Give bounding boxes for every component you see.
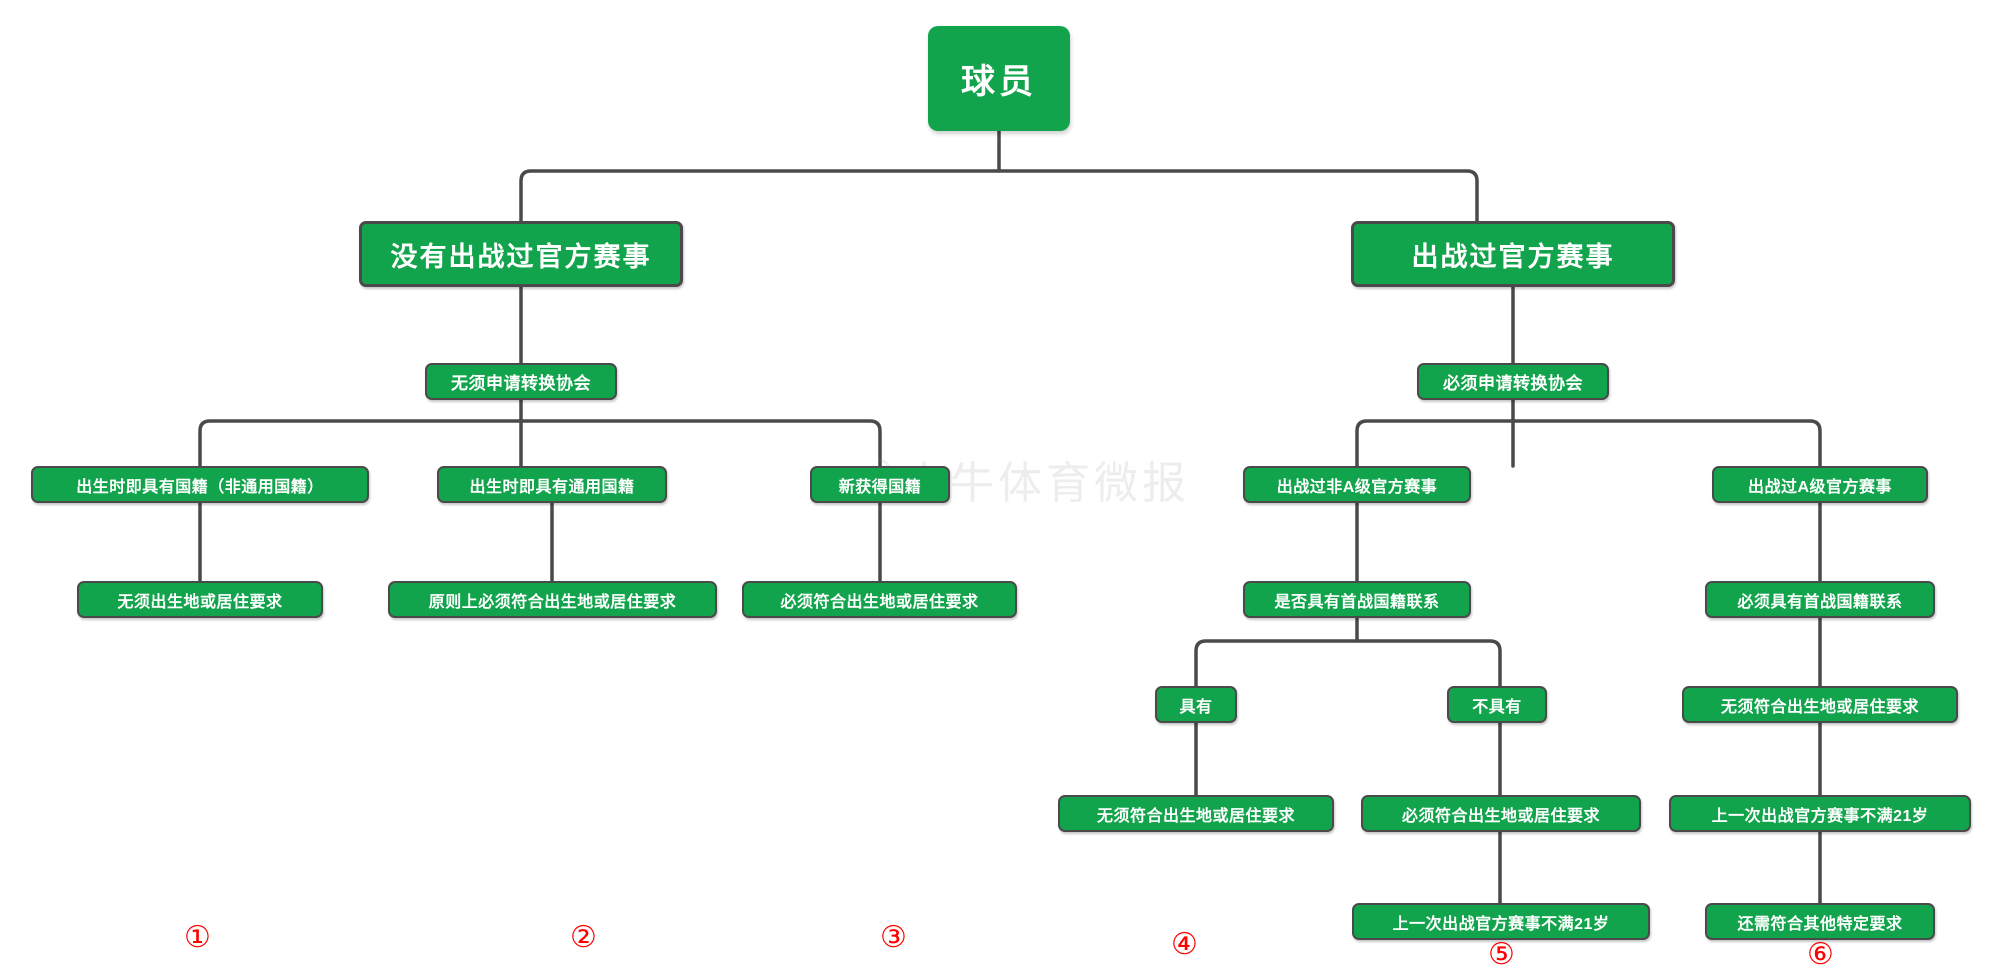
node-a-level-last-match-under-21[interactable]: 上一次出战官方赛事不满21岁 [1669,795,1971,832]
node-label: 出生时即具有国籍（非通用国籍） [76,478,324,496]
node-no-birthplace-residence-requirement[interactable]: 无须出生地或居住要求 [77,581,323,618]
marker-1: ① [184,923,211,953]
node-yes-no-birthplace-residence-requirement[interactable]: 无须符合出生地或居住要求 [1058,795,1334,832]
node-label: 是否具有首战国籍联系 [1274,593,1440,611]
node-must-have-first-match-nationality-link[interactable]: 必须具有首战国籍联系 [1705,581,1935,618]
node-association-change-required[interactable]: 必须申请转换协会 [1417,363,1609,400]
node-a-level-official-match[interactable]: 出战过A级官方赛事 [1712,466,1928,503]
node-label: 出战过官方赛事 [1411,241,1615,272]
node-non-a-level-last-match-under-21[interactable]: 上一次出战官方赛事不满21岁 [1352,903,1650,940]
node-label: 新获得国籍 [838,478,922,496]
node-label: 必须具有首战国籍联系 [1737,593,1903,611]
node-label: 没有出战过官方赛事 [390,241,652,272]
node-has-link-yes[interactable]: 具有 [1155,686,1237,723]
marker-2: ② [570,923,597,953]
node-nationality-at-birth-non-common[interactable]: 出生时即具有国籍（非通用国籍） [31,466,369,503]
node-no-official-match[interactable]: 没有出战过官方赛事 [359,221,683,287]
node-in-principle-must-meet-birthplace-residence[interactable]: 原则上必须符合出生地或居住要求 [388,581,717,618]
node-label: 原则上必须符合出生地或居住要求 [428,593,677,611]
node-label: 具有 [1179,698,1213,716]
node-a-level-no-birthplace-residence-requirement[interactable]: 无须符合出生地或居住要求 [1682,686,1958,723]
node-newly-acquired-nationality[interactable]: 新获得国籍 [810,466,950,503]
marker-4: ④ [1171,930,1198,960]
node-label: 无须出生地或居住要求 [117,593,283,611]
marker-label: ② [570,921,597,954]
node-non-a-level-official-match[interactable]: 出战过非A级官方赛事 [1243,466,1471,503]
node-label: 出战过非A级官方赛事 [1276,478,1438,496]
node-label: 必须申请转换协会 [1443,374,1583,393]
node-label: 出战过A级官方赛事 [1747,478,1893,496]
node-other-specific-requirements[interactable]: 还需符合其他特定要求 [1705,903,1935,940]
node-root-player[interactable]: 球员 [928,26,1070,131]
node-label: 无须符合出生地或居住要求 [1096,807,1295,825]
marker-label: ④ [1171,928,1198,961]
node-label: 出生时即具有通用国籍 [469,478,635,496]
node-label: 还需符合其他特定要求 [1737,915,1903,933]
node-label: 必须符合出生地或居住要求 [780,593,979,611]
node-no-association-change-needed[interactable]: 无须申请转换协会 [425,363,617,400]
node-has-official-match[interactable]: 出战过官方赛事 [1351,221,1675,287]
node-label: 无须申请转换协会 [451,374,591,393]
node-common-nationality-at-birth[interactable]: 出生时即具有通用国籍 [437,466,667,503]
node-label: 球员 [961,63,1037,101]
node-has-first-match-nationality-link-question[interactable]: 是否具有首战国籍联系 [1243,581,1471,618]
node-label: 上一次出战官方赛事不满21岁 [1711,807,1929,825]
node-label: 上一次出战官方赛事不满21岁 [1392,915,1610,933]
marker-label: ⑥ [1807,938,1834,971]
marker-3: ③ [880,923,907,953]
node-label: 无须符合出生地或居住要求 [1720,698,1919,716]
node-no-must-meet-birthplace-residence[interactable]: 必须符合出生地或居住要求 [1361,795,1641,832]
node-label: 不具有 [1472,698,1522,716]
node-has-link-no[interactable]: 不具有 [1447,686,1547,723]
marker-6: ⑥ [1807,940,1834,970]
node-label: 必须符合出生地或居住要求 [1401,807,1600,825]
node-must-meet-birthplace-residence[interactable]: 必须符合出生地或居住要求 [742,581,1017,618]
marker-label: ③ [880,921,907,954]
marker-label: ① [184,921,211,954]
marker-5: ⑤ [1488,940,1515,970]
marker-label: ⑤ [1488,938,1515,971]
